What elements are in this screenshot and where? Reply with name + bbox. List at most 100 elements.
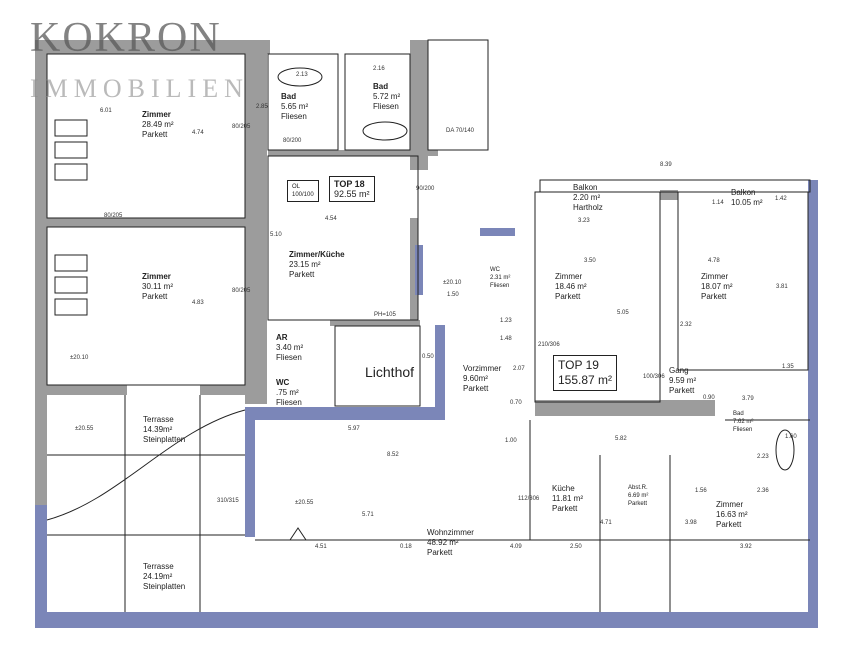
dimension: 4.83 (192, 300, 204, 306)
room-text: 24.19m² (143, 572, 173, 581)
dimension: 1.23 (500, 318, 512, 324)
dimension: 1.14 (712, 200, 724, 206)
room-text: Küche (552, 484, 575, 493)
room-text: 6.69 m² (628, 493, 649, 499)
room-text: WC (490, 267, 500, 273)
dimension: PH=105 (374, 312, 396, 318)
dimension: 0.18 (400, 544, 412, 550)
dimension: 6.01 (100, 108, 112, 114)
room-text: Parkett (701, 292, 727, 301)
room-text: Parkett (555, 292, 581, 301)
unit-name: TOP 19 (558, 358, 599, 372)
room-text: Gang (669, 366, 689, 375)
room-text: 18.46 m² (555, 282, 587, 291)
dimension: 112/306 (518, 496, 540, 502)
dimension: 3.50 (584, 258, 596, 264)
dimension: 80/205 (104, 213, 123, 219)
room-text: Zimmer (716, 500, 744, 509)
dimension: ±20.10 (443, 280, 462, 286)
room-text: 9.59 m² (669, 376, 697, 385)
room-text: Parkett (142, 130, 168, 139)
dimension: 0.70 (510, 400, 522, 406)
dimension: 80/200 (283, 138, 302, 144)
dimension: 4.09 (510, 544, 522, 550)
dimension: 1.48 (500, 336, 512, 342)
dimension: 5.05 (617, 310, 629, 316)
room-text: 11.81 m² (552, 494, 583, 503)
dimension: 0.90 (703, 395, 715, 401)
dimension: DA 70/140 (446, 128, 475, 134)
room-text: Fliesen (733, 427, 753, 433)
ol-box: OL 100/100 (287, 180, 319, 202)
dimension: 3.81 (776, 284, 788, 290)
walls (35, 40, 715, 510)
room-text: Vorzimmer (463, 364, 502, 373)
room-text: Zimmer (142, 110, 171, 119)
dimension: 4.74 (192, 130, 204, 136)
dimension: 0.50 (422, 354, 434, 360)
room-text: Parkett (628, 501, 648, 507)
room-text: 2.31 m² (490, 275, 511, 281)
room-text: 5.72 m² (373, 92, 401, 101)
ol-label: OL (292, 184, 301, 190)
ol-size: 100/100 (292, 192, 314, 198)
dimension: 1.60 (785, 434, 797, 440)
room-text: 16.63 m² (716, 510, 748, 519)
room-text: Zimmer/Küche (289, 250, 345, 259)
unit-area: 155.87 m² (558, 373, 613, 387)
dimension: 3.92 (740, 544, 752, 550)
dimension: 2.16 (373, 66, 385, 72)
dimension: 4.78 (708, 258, 720, 264)
dimension: ±20.55 (295, 500, 314, 506)
unit-area: 92.55 m² (334, 189, 370, 199)
room-text: 48.92 m² (427, 538, 459, 547)
room-text: Fliesen (373, 102, 399, 111)
dimension: 1.50 (447, 292, 459, 298)
room-text: Wohnzimmer (427, 528, 474, 537)
unit-name: TOP 18 (334, 179, 365, 189)
dimension: 4.54 (325, 216, 337, 222)
dimension: 2.07 (513, 366, 525, 372)
unit-label-top18: TOP 18 92.55 m² (329, 176, 375, 202)
dimension: 1.56 (695, 488, 707, 494)
outer-walls-blue (35, 180, 818, 628)
unit-label-top19: TOP 19 155.87 m² (553, 355, 618, 391)
dimension: 5.97 (348, 426, 360, 432)
room-text: Parkett (669, 386, 695, 395)
logo-text: KOKRON (30, 15, 222, 61)
dimension: 3.23 (578, 218, 590, 224)
dimension: 2.36 (757, 488, 769, 494)
room-text: Steinplatten (143, 582, 186, 591)
room-text: 3.40 m² (276, 343, 304, 352)
dimension: 8.39 (660, 162, 672, 168)
room-text: 30.11 m² (142, 282, 173, 291)
dimension: 310/315 (217, 498, 239, 504)
room-text: 23.15 m² (289, 260, 321, 269)
dimension: ±20.10 (70, 355, 89, 361)
dimension: 1.42 (775, 196, 787, 202)
room-text: Terrasse (143, 415, 174, 424)
room-text: AR (276, 333, 288, 342)
dimension: 2.85 (256, 104, 268, 110)
dimension: 2.23 (757, 454, 769, 460)
room-text: Parkett (716, 520, 742, 529)
room-text: 2.20 m² (573, 193, 601, 202)
room-text: Bad (373, 82, 389, 91)
lichthof-label: Lichthof (365, 364, 415, 380)
dimension: 90/200 (416, 186, 435, 192)
room-text: 18.07 m² (701, 282, 733, 291)
room-text: Parkett (142, 292, 168, 301)
dimension: 2.50 (570, 544, 582, 550)
